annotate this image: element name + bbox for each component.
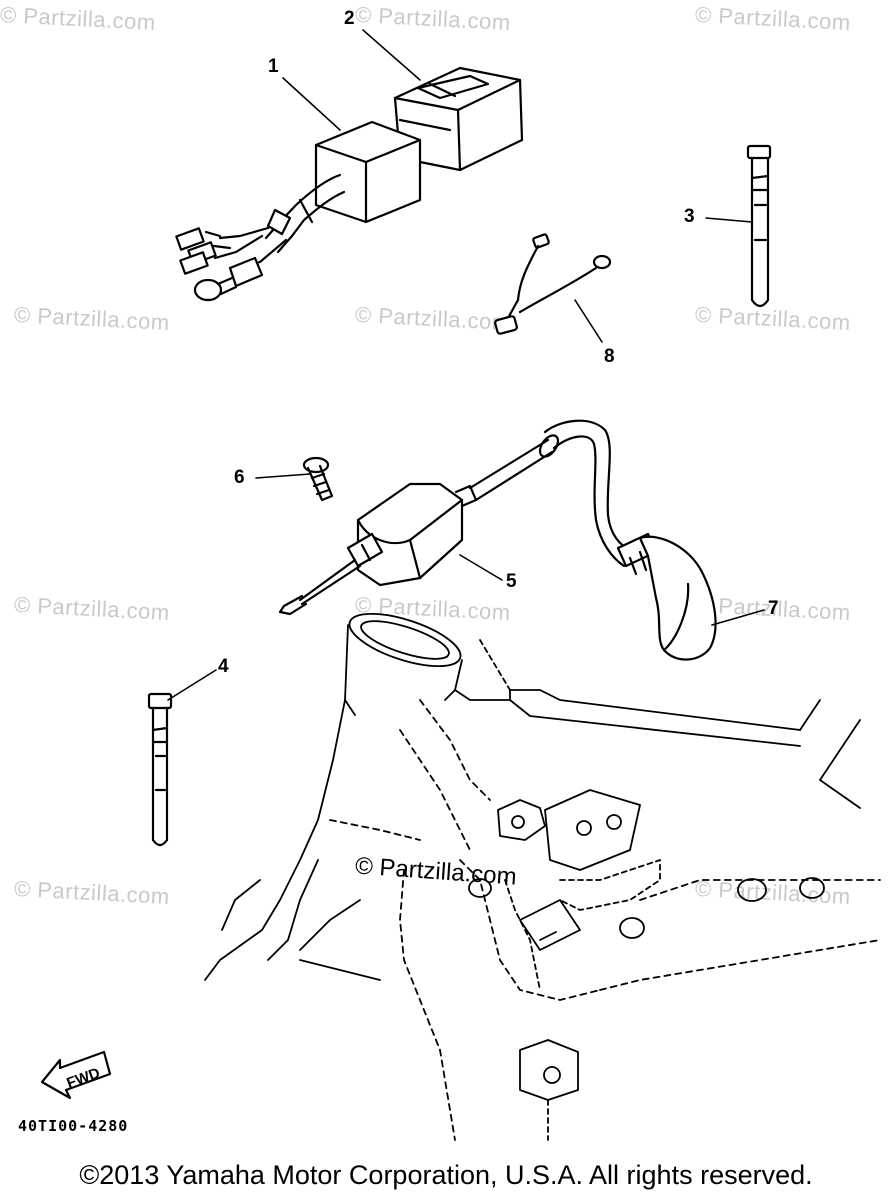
copyright-notice: ©2013 Yamaha Motor Corporation, U.S.A. A… [79,1160,813,1190]
motorcycle-frame [204,612,881,1141]
callout-6: 6 [234,467,245,488]
callout-4: 4 [218,656,229,677]
screw-part-6 [302,456,334,502]
ignition-coil-part-5 [278,419,634,616]
callout-5: 5 [506,571,517,592]
callout-1: 1 [268,56,279,77]
cable-tie-part-3 [746,144,772,308]
callout-8: 8 [604,346,615,367]
fwd-arrow-icon: FWD [40,1050,112,1100]
cdi-unit-part-1 [175,120,422,302]
diagram-code: 40TI00-4280 [18,1117,129,1135]
callout-7: 7 [768,598,779,619]
plug-cap-part-7 [616,532,717,661]
lead-wire-part-8 [494,233,612,335]
leader-lines [167,29,765,701]
callout-2: 2 [344,8,355,29]
ignitor-cover-part-2 [393,66,524,172]
cable-tie-part-4 [147,692,173,847]
callout-3: 3 [684,206,695,227]
